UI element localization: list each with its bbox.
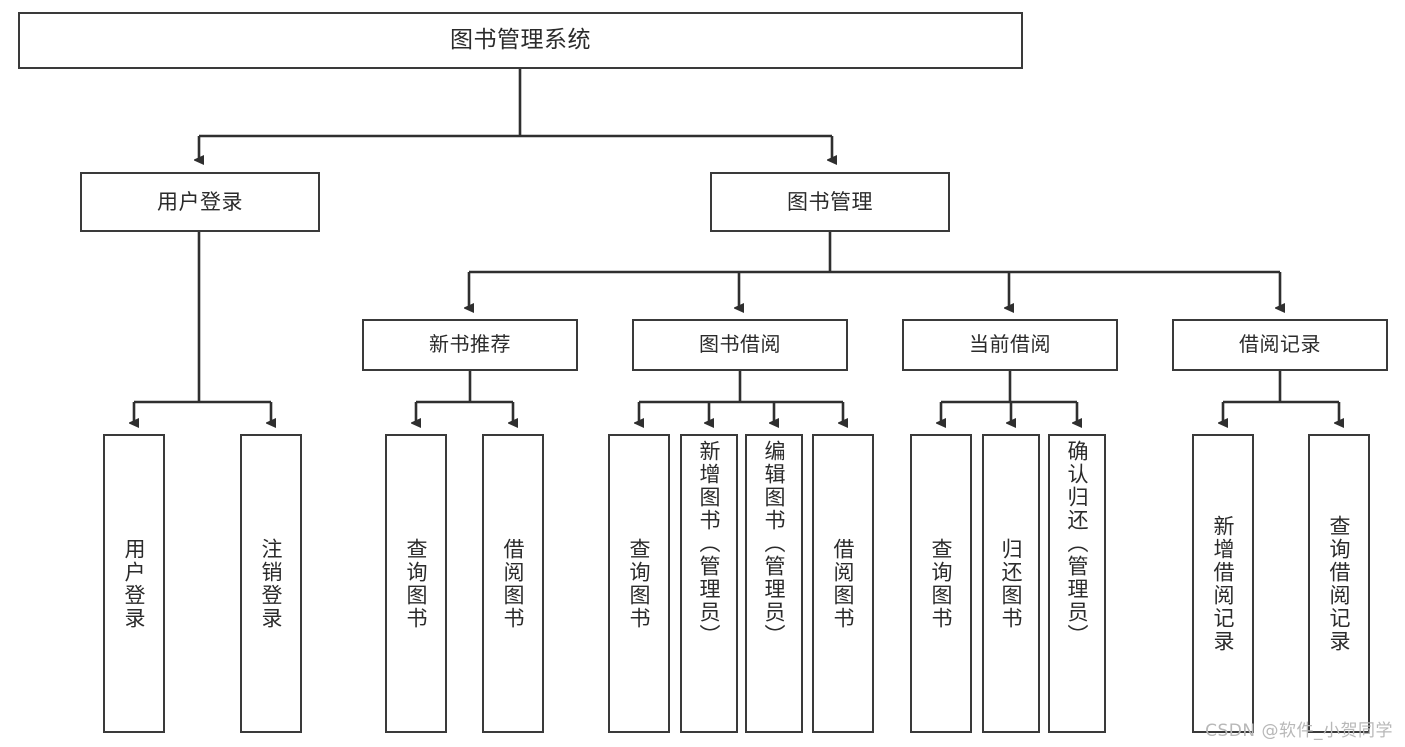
node-borrow-record-label: 借阅记录 xyxy=(1239,332,1321,357)
node-book-management[interactable]: 图书管理 xyxy=(710,172,950,232)
leaf-node-label: 确认归还（管理员） xyxy=(1065,440,1090,647)
leaf-node[interactable]: 新增图书（管理员） xyxy=(680,434,738,733)
node-current-borrow-label: 当前借阅 xyxy=(969,332,1051,357)
node-root[interactable]: 图书管理系统 xyxy=(18,12,1023,69)
leaf-node[interactable]: 编辑图书（管理员） xyxy=(745,434,803,733)
leaf-node[interactable]: 确认归还（管理员） xyxy=(1048,434,1106,733)
leaf-node[interactable]: 查询借阅记录 xyxy=(1308,434,1370,733)
node-book-borrow-label: 图书借阅 xyxy=(699,332,781,357)
leaf-node[interactable]: 新增借阅记录 xyxy=(1192,434,1254,733)
node-root-label: 图书管理系统 xyxy=(450,26,591,53)
node-user-login-label: 用户登录 xyxy=(157,189,243,214)
leaf-node-label: 注销登录 xyxy=(259,537,284,630)
leaf-node[interactable]: 借阅图书 xyxy=(812,434,874,733)
leaf-node-label: 查询图书 xyxy=(929,537,954,630)
leaf-node-label: 借阅图书 xyxy=(831,537,856,630)
leaf-node[interactable]: 用户登录 xyxy=(103,434,165,733)
leaf-node[interactable]: 查询图书 xyxy=(910,434,972,733)
node-new-book-recommend-label: 新书推荐 xyxy=(429,332,511,357)
node-user-login[interactable]: 用户登录 xyxy=(80,172,320,232)
leaf-node-label: 查询图书 xyxy=(404,537,429,630)
node-borrow-record[interactable]: 借阅记录 xyxy=(1172,319,1388,371)
leaf-node-label: 新增借阅记录 xyxy=(1211,514,1236,653)
node-book-management-label: 图书管理 xyxy=(787,189,873,214)
node-current-borrow[interactable]: 当前借阅 xyxy=(902,319,1118,371)
leaf-node[interactable]: 查询图书 xyxy=(385,434,447,733)
leaf-node[interactable]: 查询图书 xyxy=(608,434,670,733)
leaf-node[interactable]: 归还图书 xyxy=(982,434,1040,733)
leaf-node-label: 编辑图书（管理员） xyxy=(762,440,787,647)
leaf-node-label: 新增图书（管理员） xyxy=(697,440,722,647)
leaf-node-label: 查询借阅记录 xyxy=(1327,514,1352,653)
leaf-node-label: 借阅图书 xyxy=(501,537,526,630)
leaf-node-label: 查询图书 xyxy=(627,537,652,630)
node-new-book-recommend[interactable]: 新书推荐 xyxy=(362,319,578,371)
leaf-node[interactable]: 借阅图书 xyxy=(482,434,544,733)
leaf-node-label: 用户登录 xyxy=(122,537,147,630)
node-book-borrow[interactable]: 图书借阅 xyxy=(632,319,848,371)
watermark-text: CSDN @软件_小贺同学 xyxy=(1205,721,1393,741)
leaf-node-label: 归还图书 xyxy=(999,537,1024,630)
leaf-node[interactable]: 注销登录 xyxy=(240,434,302,733)
